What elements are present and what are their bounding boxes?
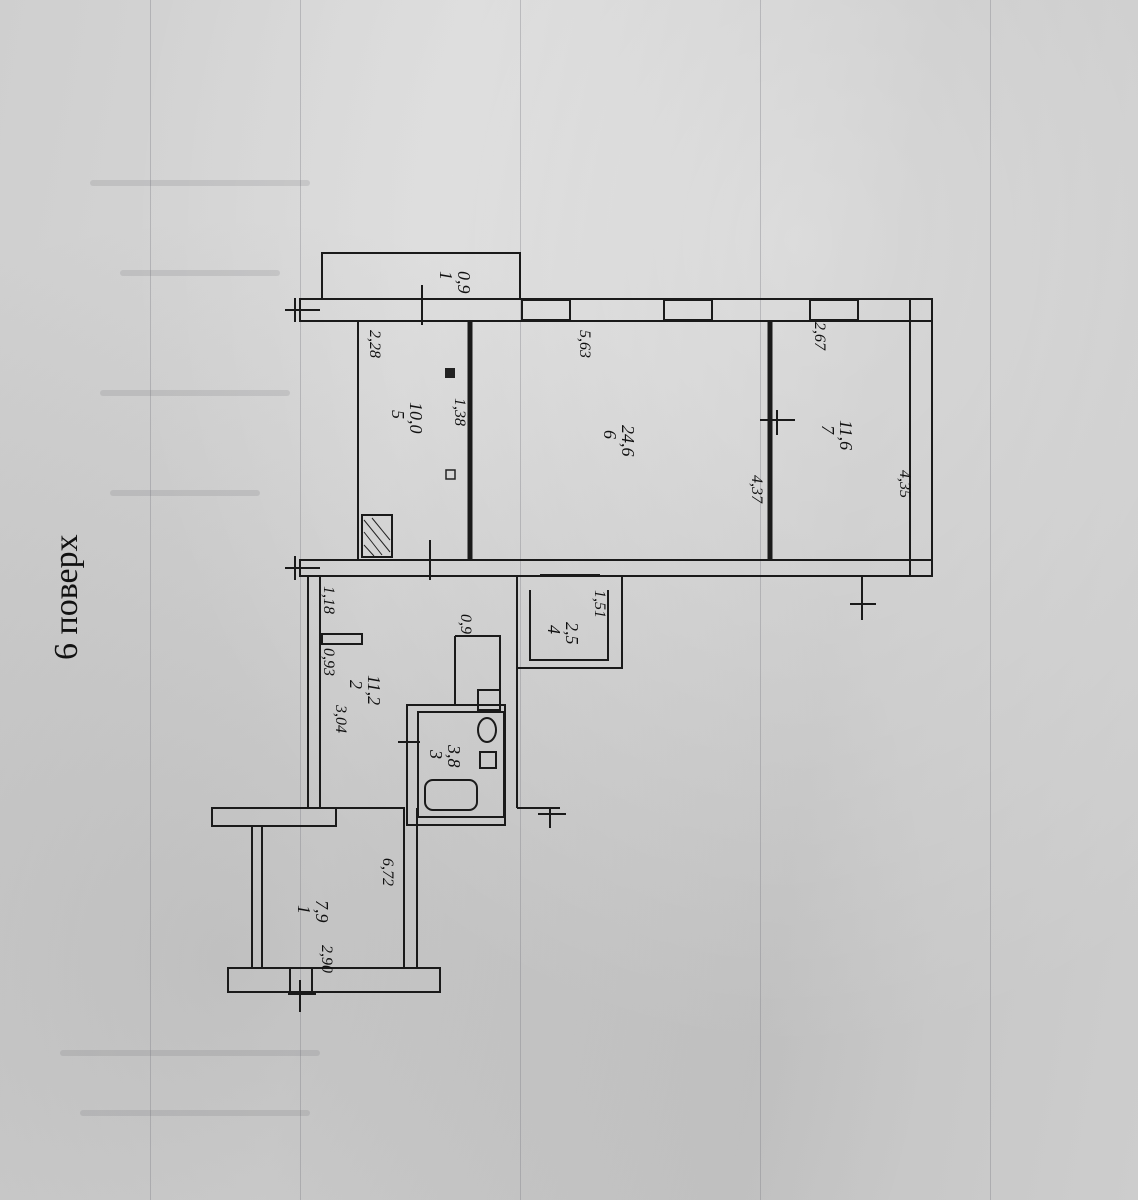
exterior-wall-top (299, 298, 933, 322)
room-label-area: 7,9 (312, 900, 332, 923)
room-label-area: 24,6 (618, 425, 638, 457)
dimension-label: 1,18 (320, 586, 337, 614)
room-label-area: 3,8 (444, 744, 464, 768)
dimension-label: 6,72 (379, 858, 396, 886)
ruling-line (300, 0, 301, 1200)
window (521, 299, 571, 321)
room-label-number: 4 (544, 625, 564, 634)
ruling-line (990, 0, 991, 1200)
room-2-wall (307, 576, 405, 968)
dimension-label: 5,63 (576, 330, 593, 358)
dimension-label: 2,67 (811, 322, 828, 351)
dimension-label: 0,9 (457, 614, 474, 634)
faint-writing (80, 1110, 310, 1116)
vent-icon (445, 368, 455, 378)
dimension-label: 2,28 (366, 330, 383, 358)
dimension-label: 4,35 (896, 470, 913, 498)
window (809, 299, 859, 321)
ruling-line (150, 0, 151, 1200)
dimension-label: 1,38 (451, 398, 468, 426)
balcony-bottom-wall (227, 967, 441, 993)
bathtub (424, 779, 478, 811)
room-label-area: 10,0 (406, 402, 426, 434)
ruling-line (520, 0, 521, 1200)
dimension-label: 1,51 (591, 590, 608, 618)
room-label-number: 7 (818, 425, 838, 435)
outlet-icon (445, 469, 456, 480)
room-label-area: 0,9 (454, 271, 474, 294)
sink (477, 717, 497, 743)
room-label-area: 11,2 (364, 675, 384, 705)
ruling-line (760, 0, 761, 1200)
faint-writing (90, 180, 310, 186)
room-label-number: 1 (294, 905, 314, 914)
room-label-area: 2,5 (562, 622, 582, 645)
dimension-label: 2,90 (318, 945, 335, 973)
room-label-number: 2 (346, 680, 366, 689)
faint-writing (100, 390, 290, 396)
room-4 (516, 576, 623, 669)
stove (361, 514, 393, 558)
dimension-label: 4,37 (748, 475, 765, 504)
room-label-number: 6 (600, 430, 620, 439)
window (663, 299, 713, 321)
room-label-number: 3 (426, 749, 446, 759)
faint-writing (60, 1050, 320, 1056)
dimension-label: 3,04 (332, 704, 349, 733)
cross-wall (299, 559, 933, 577)
dimension-label: 0,93 (320, 648, 337, 676)
room-label-number: 5 (388, 410, 408, 419)
room-label-number: 1 (436, 271, 456, 280)
balcony-rail (211, 807, 337, 827)
room-label-area: 11,6 (836, 420, 856, 450)
faint-writing (110, 490, 260, 496)
faint-writing (120, 270, 280, 276)
exterior-wall-right (909, 298, 933, 577)
toilet (479, 751, 497, 769)
